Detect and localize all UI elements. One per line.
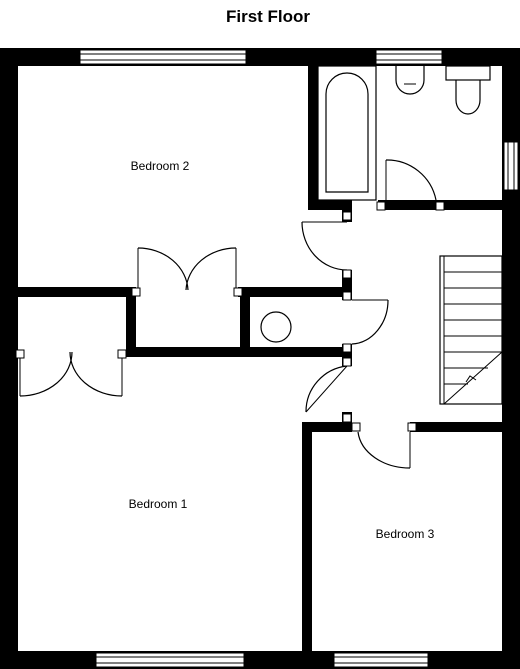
floor-title: First Floor xyxy=(226,7,310,26)
bedroom3-door xyxy=(357,431,411,469)
window-bathroom-top xyxy=(375,49,443,65)
toilet xyxy=(445,65,491,115)
room-label-bedroom3: Bedroom 3 xyxy=(376,527,435,541)
staircase xyxy=(439,255,503,405)
hot-water-cylinder xyxy=(260,311,292,343)
cupboard-door xyxy=(351,299,389,345)
door-jambs xyxy=(15,201,445,432)
window-bedroom2 xyxy=(79,49,247,65)
window-bathroom-side xyxy=(503,141,519,191)
bathroom-door xyxy=(385,159,437,201)
wardrobe-doors-bedroom2 xyxy=(137,247,237,291)
wardrobe-doors-bedroom1 xyxy=(19,351,123,397)
bathtub xyxy=(317,65,377,201)
interior-walls xyxy=(18,66,502,651)
basin xyxy=(395,66,425,95)
room-label-bedroom1: Bedroom 1 xyxy=(129,497,188,511)
bedroom2-door xyxy=(301,221,348,271)
window-bedroom1 xyxy=(95,652,245,668)
bedroom1-door xyxy=(305,365,348,413)
window-bedroom3 xyxy=(333,652,429,668)
room-label-bedroom2: Bedroom 2 xyxy=(131,159,190,173)
exterior-walls xyxy=(0,48,520,669)
